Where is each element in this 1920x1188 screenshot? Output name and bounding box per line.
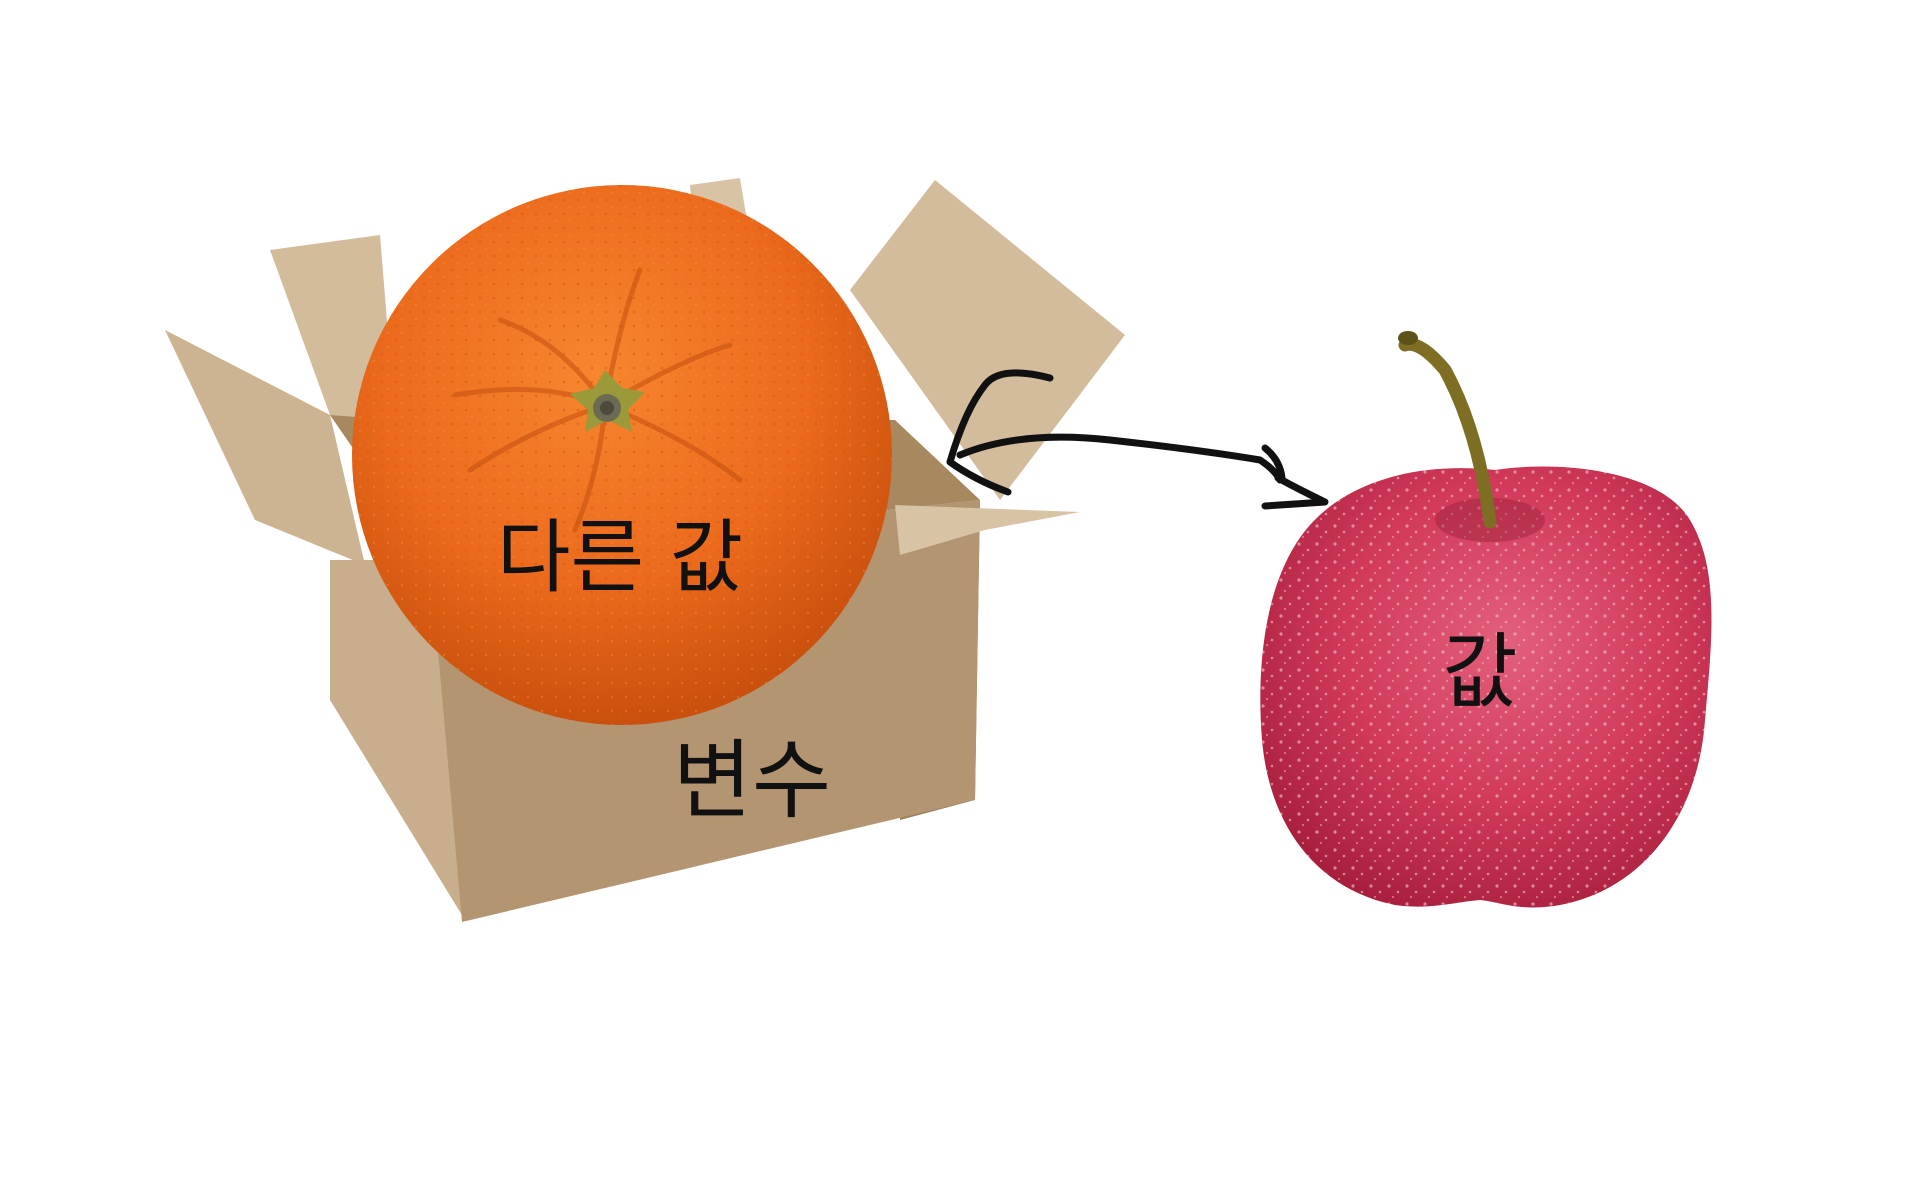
apple-speckle-texture (1260, 466, 1712, 908)
box-flap-front (895, 505, 1080, 555)
apple-fruit-icon (1260, 331, 1712, 908)
orange-label: 다른 값 (497, 511, 743, 604)
apple-stem-tip (1398, 331, 1418, 345)
arrow-left-head (946, 369, 1054, 496)
box-side-left (330, 560, 465, 920)
orange-fruit-icon (352, 185, 892, 725)
box-flap-left (165, 330, 365, 565)
apple-label: 값 (1442, 625, 1517, 720)
arrow-shaft (956, 433, 1284, 484)
box-label: 변수 (673, 731, 831, 831)
box-flap-back-right (850, 180, 1125, 500)
arrow-right-head (1261, 444, 1329, 510)
box-flap-back-left (270, 235, 395, 420)
orange-stem (570, 370, 645, 432)
apple-stem (1398, 337, 1497, 529)
orange-peel-texture (352, 185, 892, 725)
swap-arrow-icon (946, 369, 1329, 510)
